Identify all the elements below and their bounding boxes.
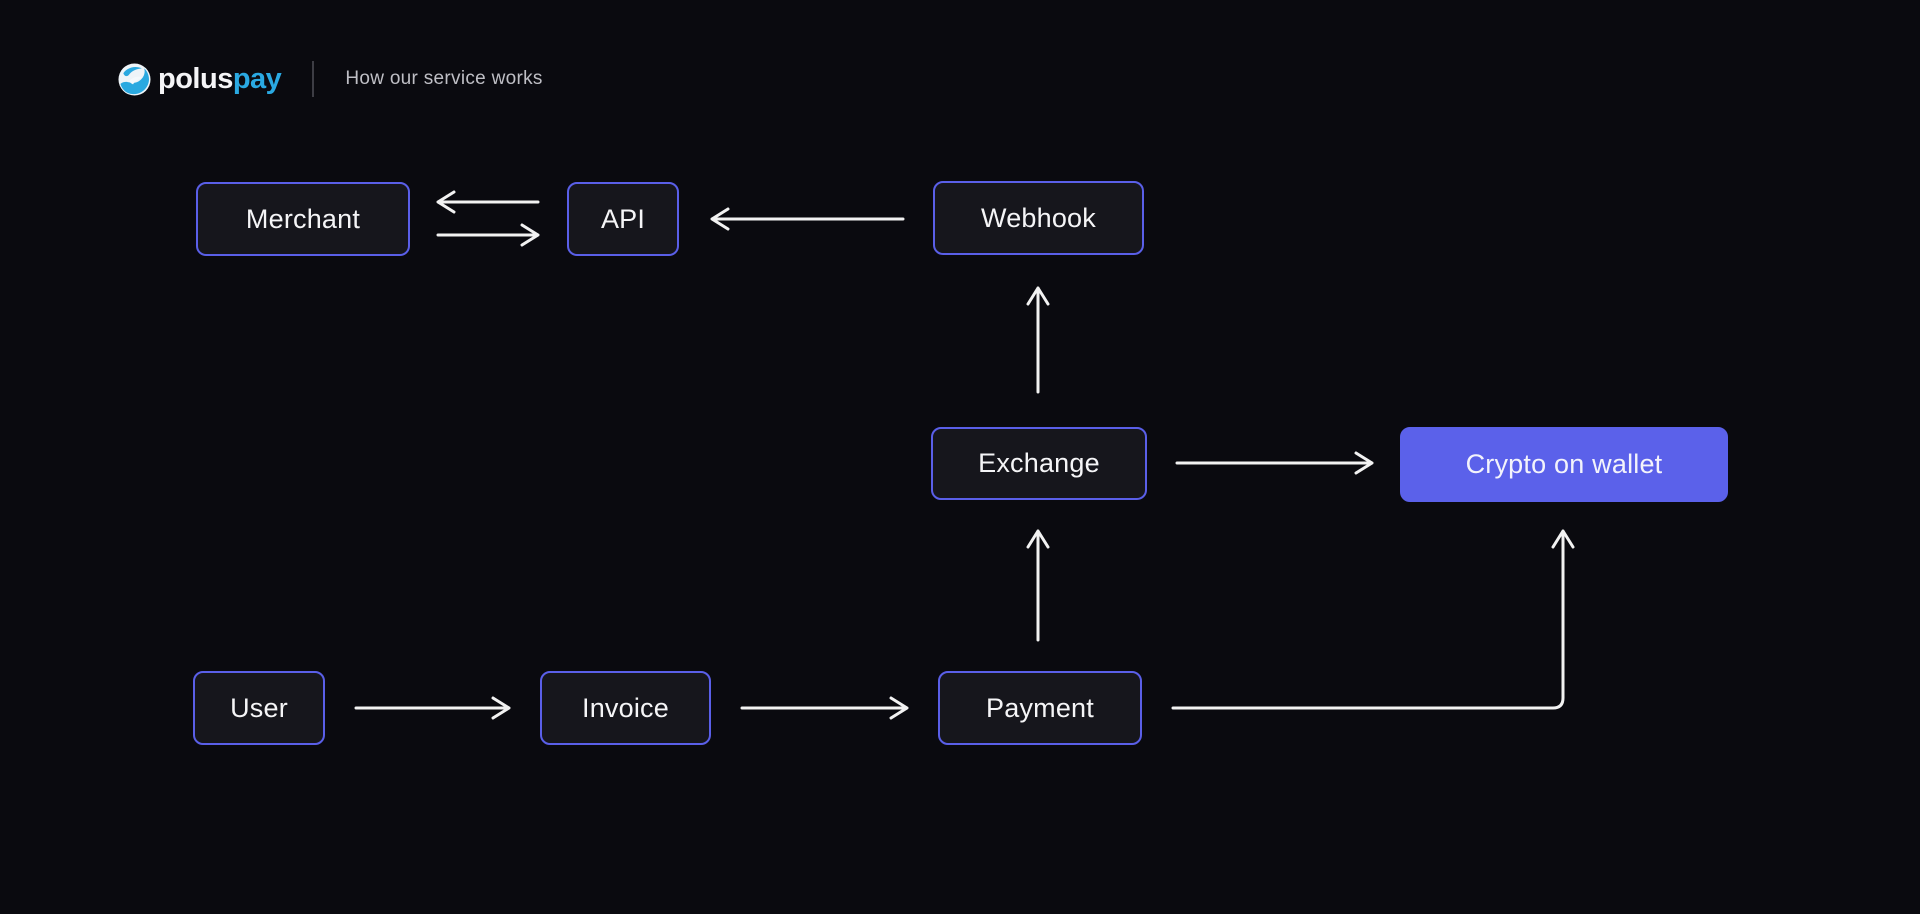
arrow-payment-to-exchange — [1026, 529, 1050, 642]
brand-name-primary: polus — [158, 62, 233, 95]
brand-name-accent: pay — [232, 62, 282, 95]
node-user: User — [193, 671, 325, 745]
arrow-webhook-to-api — [710, 207, 905, 231]
arrow-exchange-to-webhook — [1026, 286, 1050, 394]
arrow-api-to-merchant — [436, 190, 540, 214]
page-subtitle: How our service works — [345, 68, 543, 89]
node-crypto-on-wallet: Crypto on wallet — [1400, 427, 1728, 502]
arrow-user-to-invoice — [354, 696, 511, 720]
node-merchant: Merchant — [196, 182, 410, 256]
node-api: API — [567, 182, 679, 256]
header-divider — [312, 61, 315, 97]
node-invoice: Invoice — [540, 671, 711, 745]
arrow-merchant-to-api — [436, 223, 540, 247]
arrow-invoice-to-payment — [740, 696, 909, 720]
arrow-exchange-to-crypto — [1175, 451, 1374, 475]
globe-wave-logo-icon — [118, 62, 151, 96]
node-webhook: Webhook — [933, 181, 1144, 255]
node-exchange: Exchange — [931, 427, 1147, 500]
node-payment: Payment — [938, 671, 1142, 745]
arrow-payment-to-crypto — [1171, 529, 1575, 710]
